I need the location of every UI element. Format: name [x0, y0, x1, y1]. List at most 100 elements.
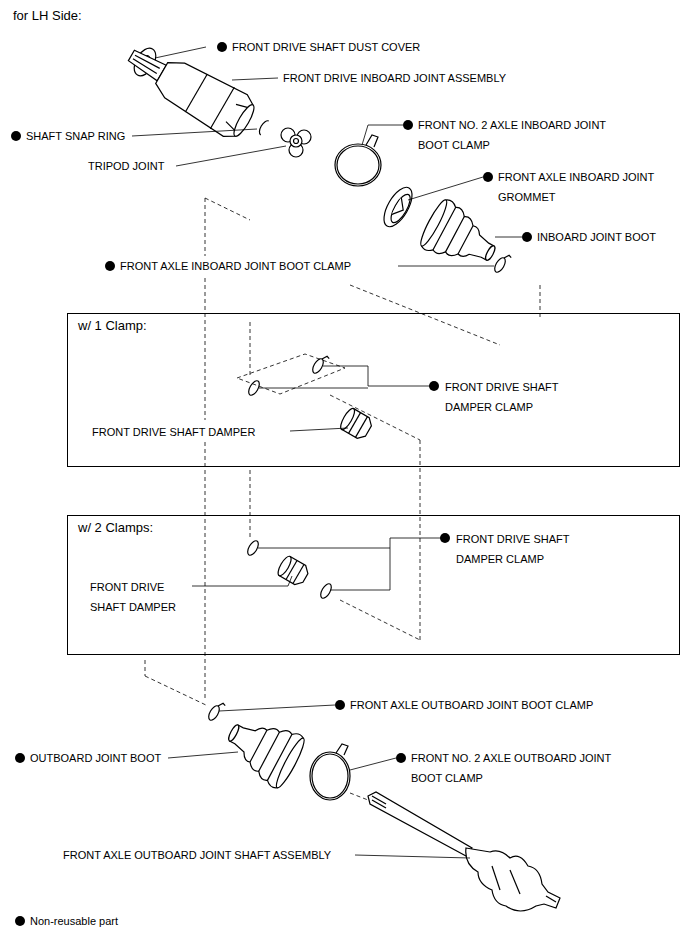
non-reusable-dot: [483, 172, 493, 182]
tripod-joint: [294, 139, 299, 144]
part-name: FRONT AXLE INBOARD JOINT BOOT CLAMP: [120, 256, 351, 276]
boot-clamp-large: [310, 744, 350, 800]
guide-lines: [205, 442, 206, 700]
grommet: [378, 183, 417, 231]
non-reusable-dot: [429, 381, 439, 391]
leader-lines: [176, 146, 286, 166]
boot-clamp-large: [337, 146, 379, 184]
leader-lines: [258, 538, 441, 548]
guide-lines: [540, 285, 541, 320]
leader-lines: [155, 47, 206, 58]
part-name: FRONT DRIVE SHAFT DUST COVER: [232, 37, 420, 57]
tripod-joint: [281, 128, 311, 157]
non-reusable-dot: [396, 753, 406, 763]
guide-lines: [205, 198, 250, 220]
leader-lines: [132, 129, 257, 136]
non-reusable-dot: [440, 533, 450, 543]
non-reusable-dot: [217, 42, 227, 52]
part-name: FRONT DRIVE SHAFT DAMPER CLAMP: [445, 377, 595, 417]
outboard-shaft: [368, 792, 472, 856]
part-name: OUTBOARD JOINT BOOT: [30, 748, 161, 768]
guide-lines: [250, 470, 251, 540]
non-reusable-dot: [522, 232, 532, 242]
boot-clamp-large: [336, 744, 348, 755]
damper: [276, 554, 294, 577]
leader-lines: [398, 266, 494, 267]
guide-lines: [350, 793, 368, 800]
part-name: FRONT DRIVE SHAFT DAMPER: [92, 422, 255, 442]
outboard-boot: [250, 730, 267, 762]
inboard-joint-assembly: [210, 87, 234, 129]
part-name: TRIPOD JOINT: [88, 156, 164, 176]
inboard-boot: [458, 226, 473, 254]
outboard-boot: [259, 732, 280, 771]
damper-clamp: [311, 353, 330, 376]
boot-clamp-large: [366, 135, 378, 147]
boot-clamp-small: [504, 254, 512, 261]
damper: [276, 554, 311, 587]
non-reusable-dot: [105, 261, 115, 271]
page-title: for LH Side:: [13, 6, 82, 26]
guide-lines: [145, 676, 208, 706]
non-reusable-dot: [403, 120, 413, 130]
guide-lines: [250, 322, 251, 378]
non-reusable-dot: [11, 131, 21, 141]
leader-lines: [323, 366, 430, 386]
non-reusable-dot: [15, 753, 25, 763]
inboard-boot: [433, 207, 456, 249]
outboard-boot: [220, 707, 304, 789]
boot-clamp-small: [207, 700, 226, 723]
outboard-shaft: [372, 796, 386, 804]
boot-clamp-large: [312, 754, 348, 798]
guide-lines: [350, 285, 500, 345]
boot-clamp-small: [218, 702, 226, 709]
leader-lines: [330, 548, 390, 590]
inboard-joint-assembly: [132, 59, 157, 74]
damper-ring: [319, 582, 334, 600]
damper-clamp: [322, 355, 330, 362]
part-name: FRONT AXLE OUTBOARD JOINT SHAFT ASSEMBLY: [63, 845, 331, 865]
boot-clamp-large: [335, 144, 381, 186]
inboard-boot: [417, 198, 450, 249]
boot-clamp-large: [335, 135, 381, 186]
boot-clamp-small: [493, 252, 512, 275]
part-name: FRONT DRIVE SHAFT DAMPER CLAMP: [456, 529, 606, 569]
outboard-shaft: [466, 848, 560, 911]
damper-ring: [319, 582, 334, 600]
grommet: [387, 192, 413, 226]
leader-lines: [408, 177, 483, 200]
part-name: INBOARD JOINT BOOT: [537, 227, 656, 247]
outboard-boot: [267, 734, 291, 780]
damper: [338, 407, 374, 442]
leader-lines: [355, 855, 470, 858]
outboard-boot: [227, 724, 241, 743]
leader-lines: [232, 78, 278, 80]
leader-lines: [495, 237, 522, 238]
outboard-shaft: [510, 870, 520, 894]
inboard-joint-assembly: [185, 74, 207, 112]
damper: [355, 417, 367, 438]
snap-ring: [257, 119, 268, 135]
guide-lines: [205, 278, 206, 420]
variant-heading: w/ 2 Clamps:: [78, 518, 153, 538]
snap-ring: [257, 119, 268, 135]
part-name: FRONT DRIVE INBOARD JOINT ASSEMBLY: [283, 68, 506, 88]
guide-lines: [205, 198, 206, 256]
damper: [349, 413, 361, 434]
outboard-shaft: [368, 792, 560, 911]
leader-lines: [219, 705, 335, 711]
variant-box: w/ 1 Clamp:FRONT DRIVE SHAFT DAMPER CLAM…: [67, 313, 680, 467]
legend-dot: [15, 916, 25, 926]
tripod-joint: [290, 135, 302, 147]
leader-lines: [168, 752, 238, 758]
inboard-boot: [416, 196, 505, 279]
damper: [293, 564, 304, 583]
guide-lines: [340, 600, 420, 640]
outboard-shaft: [492, 866, 500, 890]
leader-lines: [362, 125, 403, 145]
part-name: FRONT AXLE INBOARD JOINT GROMMET: [498, 167, 683, 207]
inboard-boot: [421, 199, 503, 278]
boot-clamp-large: [310, 752, 350, 800]
